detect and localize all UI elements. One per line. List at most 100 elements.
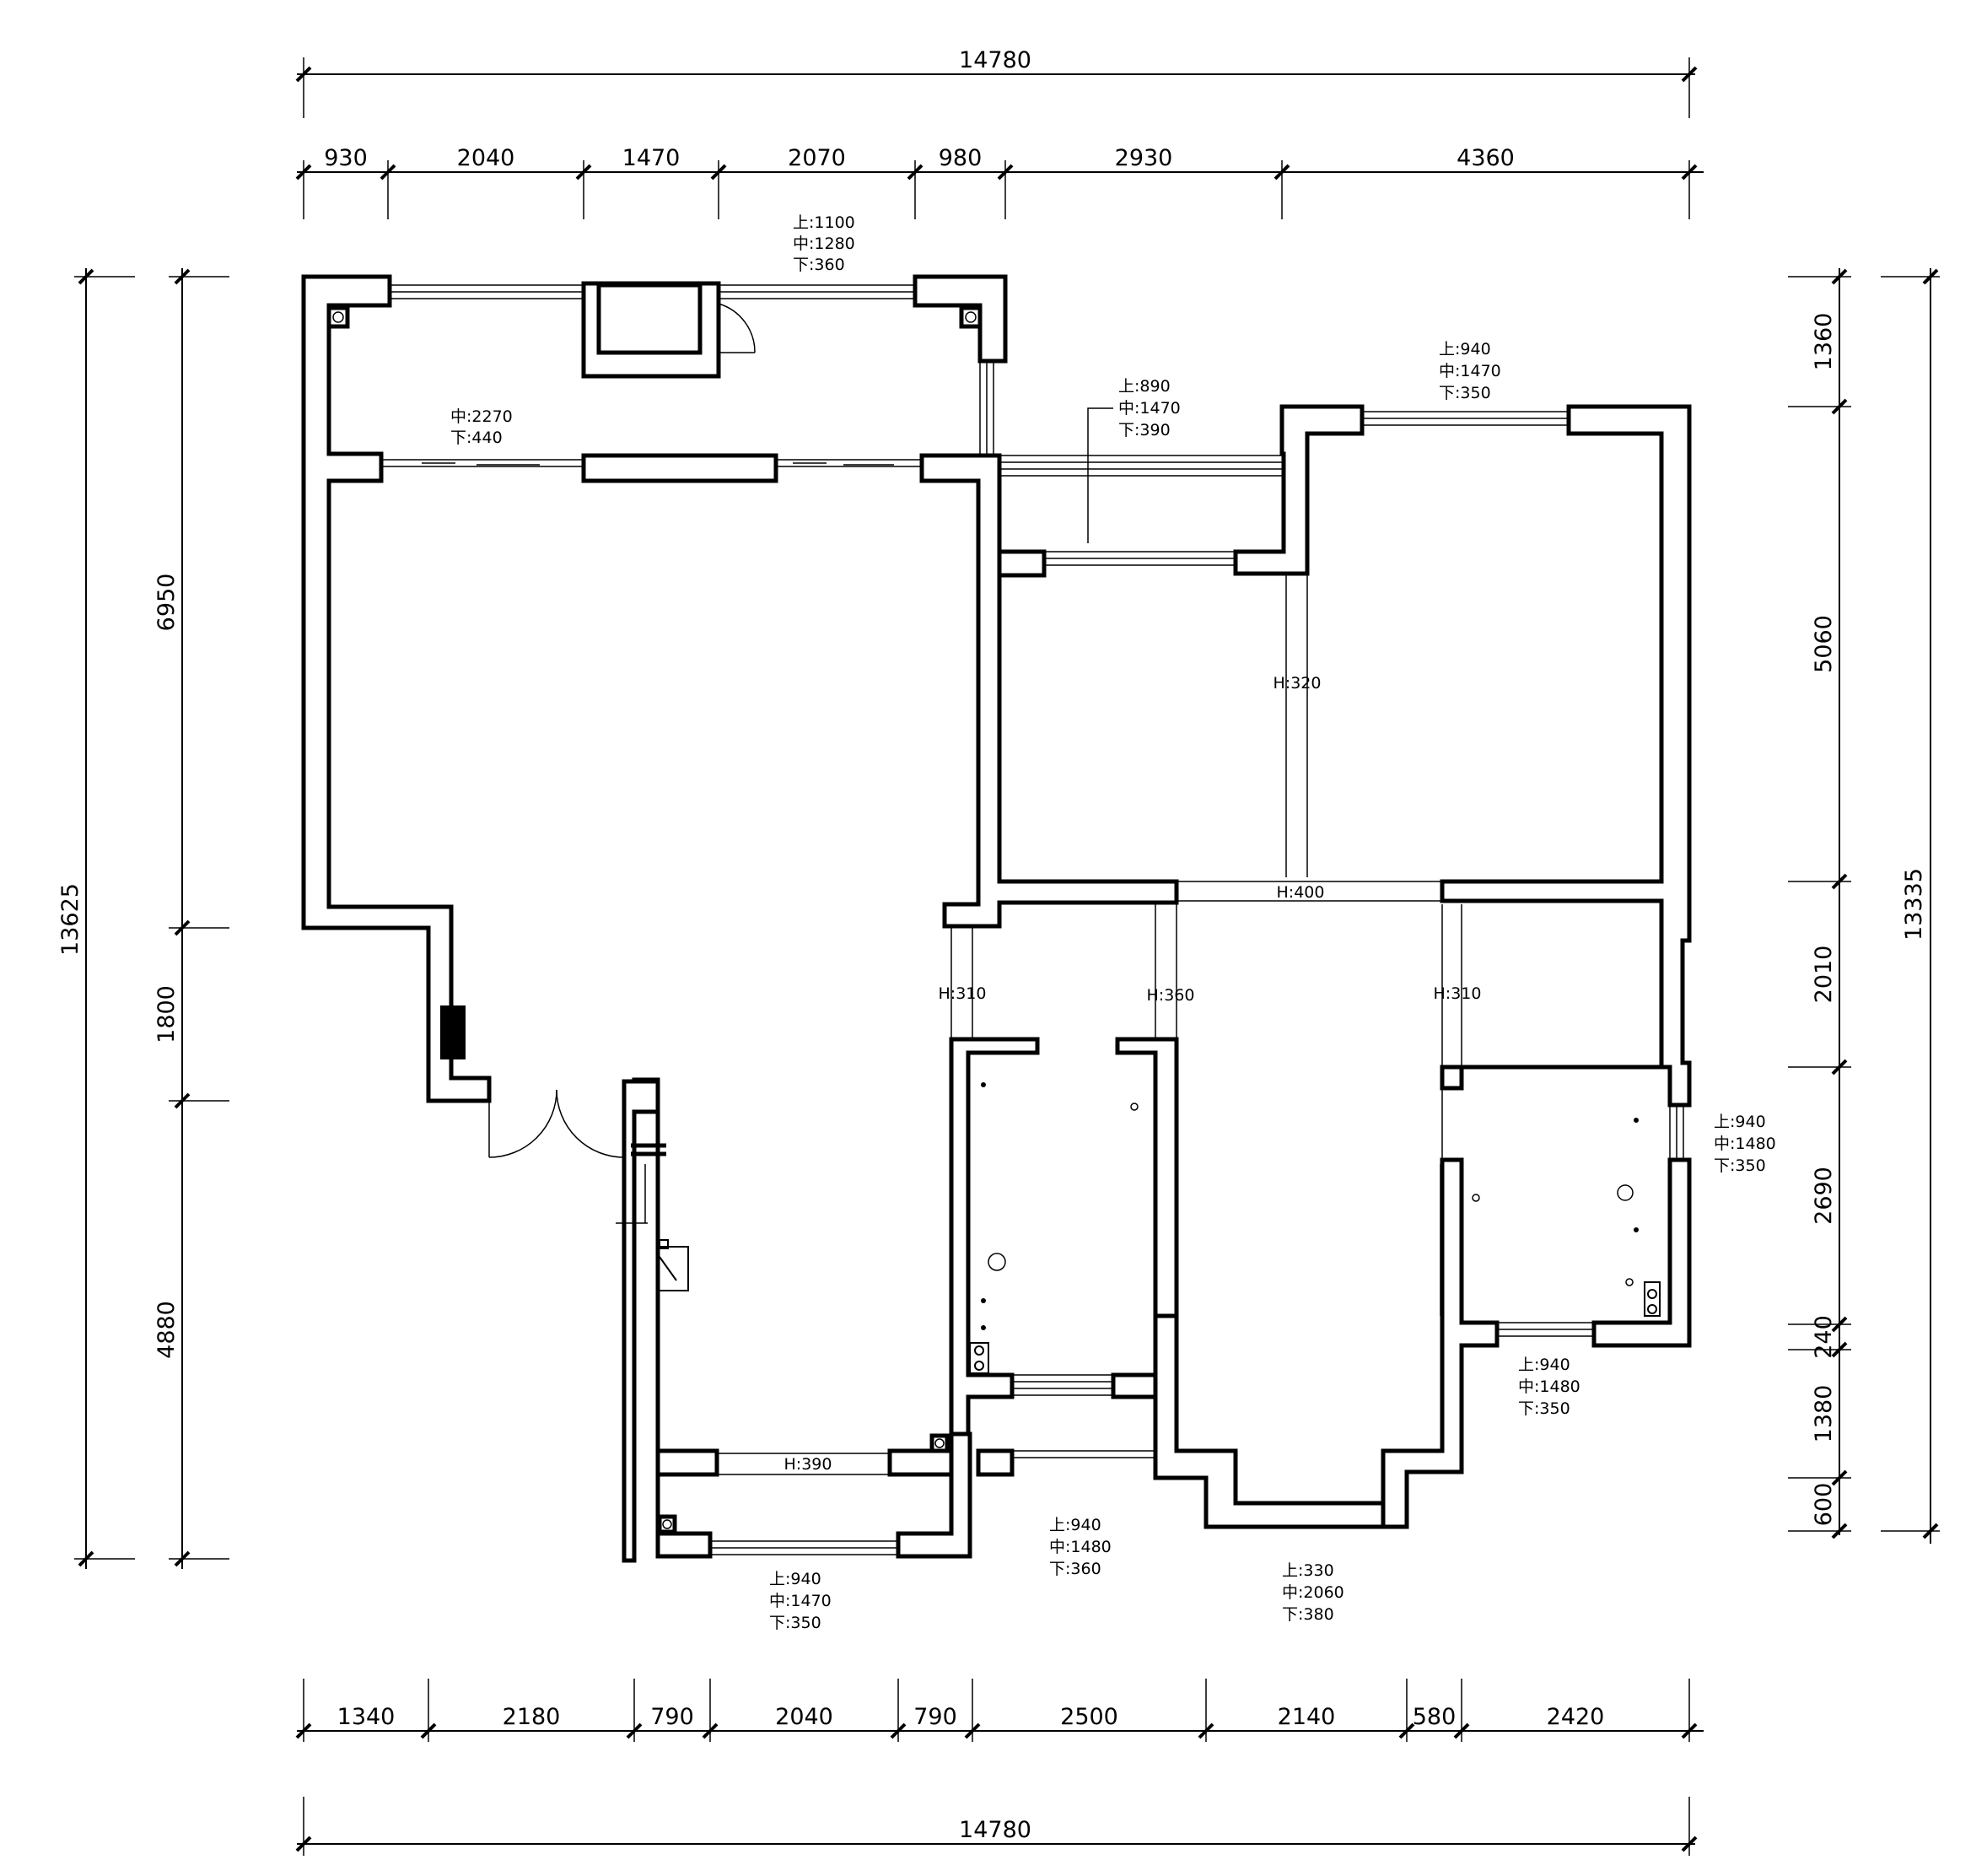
h310-left-label: H:310 [939, 984, 987, 1003]
h390-label: H:390 [784, 1455, 832, 1474]
dim-tick [420, 1722, 437, 1739]
entry-column [440, 1005, 466, 1059]
note-a9: 上:330 中:2060 下:380 [1282, 1561, 1344, 1624]
bottom-total-label: 14780 [959, 1817, 1031, 1843]
svg-text:中:1480: 中:1480 [1518, 1377, 1580, 1396]
note-a3: 上:890 中:1470 下:390 [1118, 377, 1181, 439]
top-total-label: 14780 [959, 47, 1031, 73]
h310-right-label: H:310 [1434, 984, 1482, 1003]
dim-tick [702, 1722, 719, 1739]
note-a6: 上:940 中:1480 下:350 [1518, 1356, 1580, 1418]
walls [301, 274, 1692, 1563]
dim-segment-label: 2930 [1115, 145, 1173, 171]
svg-text:上:890: 上:890 [1118, 377, 1171, 396]
dim-tick [295, 164, 312, 181]
dim-tick [174, 919, 191, 936]
dim-tick [1453, 1722, 1470, 1739]
svg-text:上:940: 上:940 [1049, 1516, 1101, 1534]
note-a8: 上:940 中:1470 下:350 [769, 1570, 832, 1632]
svg-text:下:350: 下:350 [1439, 384, 1491, 402]
dim-tick [1831, 398, 1848, 415]
dim-tick [1274, 164, 1290, 181]
svg-text:下:360: 下:360 [1049, 1560, 1101, 1578]
dim-segment-label: 580 [1413, 1704, 1457, 1730]
dim-tick [174, 1550, 191, 1567]
svg-text:下:350: 下:350 [769, 1614, 821, 1632]
dim-tick [1831, 1341, 1848, 1358]
dim-tick [907, 164, 923, 181]
svg-text:中:1470: 中:1470 [1118, 399, 1181, 418]
note-a2: 中:2270 下:440 [450, 407, 513, 447]
dim-tick [997, 164, 1014, 181]
dim-tick [380, 164, 396, 181]
svg-text:上:330: 上:330 [1282, 1561, 1334, 1580]
dim-tick [1681, 164, 1698, 181]
h320-label: H:320 [1274, 674, 1322, 693]
dim-segment-label: 1800 [153, 985, 180, 1043]
note-a5: 上:940 中:1480 下:350 [1714, 1113, 1776, 1175]
svg-text:下:350: 下:350 [1518, 1399, 1570, 1418]
height-labels: H:320 H:400 H:310 H:360 H:310 H:390 [784, 674, 1482, 1474]
dim-segment-label: 1470 [622, 145, 681, 171]
dim-tick [964, 1722, 981, 1739]
dim-segment-label: 2500 [1060, 1704, 1118, 1730]
dim-segment-label: 240 [1811, 1315, 1837, 1359]
dim-tick [890, 1722, 907, 1739]
dim-segment-label: 1360 [1811, 313, 1837, 371]
svg-text:上:940: 上:940 [1439, 340, 1491, 358]
dim-segment-label: 1340 [337, 1704, 396, 1730]
dim-tick [295, 1722, 312, 1739]
dim-segment-label: 4880 [153, 1301, 180, 1359]
dim-tick [1831, 873, 1848, 890]
note-a1: 上:1100 中:1280 下:360 [793, 213, 855, 274]
svg-text:中:2060: 中:2060 [1282, 1583, 1344, 1602]
dim-segment-label: 2140 [1278, 1704, 1336, 1730]
svg-text:下:360: 下:360 [793, 256, 845, 274]
dimension-lines [74, 57, 1940, 1856]
right-total-label: 13335 [1901, 868, 1927, 941]
dim-tick [1831, 268, 1848, 285]
h400-label: H:400 [1277, 883, 1325, 902]
svg-text:下:380: 下:380 [1282, 1605, 1334, 1624]
svg-text:下:440: 下:440 [450, 429, 503, 447]
dim-segment-label: 2180 [503, 1704, 561, 1730]
svg-text:下:350: 下:350 [1714, 1156, 1766, 1175]
svg-text:上:1100: 上:1100 [793, 213, 855, 232]
dim-segment-label: 790 [650, 1704, 694, 1730]
dim-tick [1398, 1722, 1415, 1739]
svg-text:上:940: 上:940 [1714, 1113, 1766, 1131]
dim-tick [710, 164, 727, 181]
dim-segment-label: 2070 [788, 145, 846, 171]
dim-tick [1831, 1523, 1848, 1539]
svg-text:中:1480: 中:1480 [1714, 1135, 1776, 1153]
svg-text:上:940: 上:940 [1518, 1356, 1570, 1374]
dim-segment-label: 6950 [153, 574, 180, 632]
svg-text:上:940: 上:940 [769, 1570, 821, 1588]
svg-text:下:390: 下:390 [1118, 421, 1171, 439]
dim-tick [1831, 1316, 1848, 1333]
svg-text:中:1280: 中:1280 [793, 234, 855, 253]
dim-tick [1831, 1469, 1848, 1486]
dim-segment-label: 930 [324, 145, 368, 171]
interior-openings [381, 284, 1684, 1555]
dim-tick [626, 1722, 643, 1739]
left-total-label: 13625 [57, 883, 83, 956]
dim-tick [1198, 1722, 1214, 1739]
dim-segment-label: 2040 [457, 145, 515, 171]
svg-text:中:1470: 中:1470 [769, 1592, 832, 1610]
h360-label: H:360 [1147, 986, 1195, 1005]
window-notes: 上:1100 中:1280 下:360 中:2270 下:440 上:890 中… [450, 213, 1776, 1632]
dim-segment-label: 2040 [775, 1704, 833, 1730]
dim-segment-label: 2420 [1547, 1704, 1605, 1730]
svg-text:中:1480: 中:1480 [1049, 1538, 1112, 1556]
svg-text:中:1470: 中:1470 [1439, 362, 1501, 380]
dim-segment-label: 600 [1811, 1483, 1837, 1527]
dim-segment-label: 1380 [1811, 1385, 1837, 1443]
dim-segment-label: 2010 [1811, 946, 1837, 1004]
fixtures [326, 303, 1661, 1534]
dim-tick [174, 1092, 191, 1109]
dim-tick [174, 268, 191, 285]
dim-tick [1831, 1059, 1848, 1075]
